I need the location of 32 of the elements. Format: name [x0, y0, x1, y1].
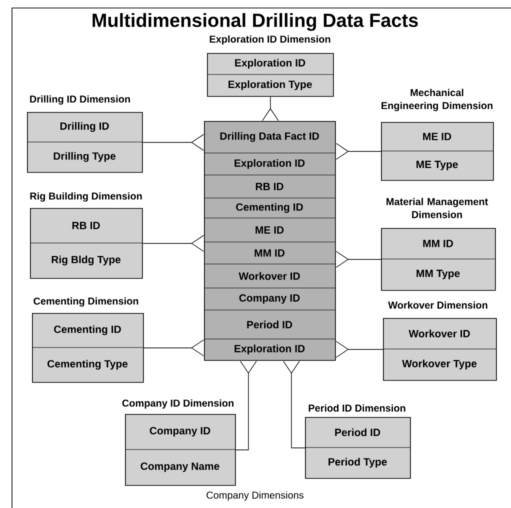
table-heading: Workover Dimension	[388, 301, 488, 309]
table-box: MM ID MM Type	[380, 228, 496, 291]
table-heading: Mechanical Engineering Dimension	[382, 88, 492, 112]
table-box: Cementing ID Cementing Type	[32, 313, 144, 383]
connector	[262, 96, 279, 121]
node-label: RB ID	[72, 222, 100, 230]
table-heading: Period ID Dimension	[308, 404, 406, 412]
table-box: Company ID Company Name	[124, 414, 236, 486]
connector	[336, 341, 384, 358]
connector	[336, 143, 382, 160]
table-heading: Material Management Dimension	[386, 198, 488, 218]
node-label: Rig Bldg Type	[52, 256, 121, 266]
caption: Company Dimensions	[206, 491, 304, 501]
table-heading: Rig Building Dimension	[30, 192, 142, 202]
table-heading: Exploration ID Dimension	[210, 35, 330, 45]
table-box: Period ID Period Type	[304, 417, 411, 479]
table-box: Drilling ID Drilling Type	[26, 112, 143, 173]
connector	[336, 251, 382, 268]
connector	[283, 360, 306, 448]
table-heading: Drilling ID Dimension	[30, 95, 130, 105]
table-heading: Cementing Dimension	[34, 297, 138, 307]
connector	[142, 235, 204, 252]
table-box: RB ID Rig Bldg Type	[30, 208, 143, 279]
connector	[235, 360, 257, 450]
title: Multidimensional Drilling Data Facts	[92, 13, 418, 31]
table-heading: Company ID Dimension	[122, 399, 234, 409]
connector	[143, 340, 204, 356]
connector	[142, 134, 204, 151]
table-box: Exploration ID Exploration Type	[206, 53, 334, 97]
table-box: ME ID ME Type	[380, 122, 494, 181]
table-box: Workover ID Workover Type	[382, 318, 497, 381]
table-box: Drilling Data Fact ID Exploration ID RB ID Cementing ID ME ID MM ID Workover ID Company ID Period ID Exploration ID	[204, 121, 336, 361]
